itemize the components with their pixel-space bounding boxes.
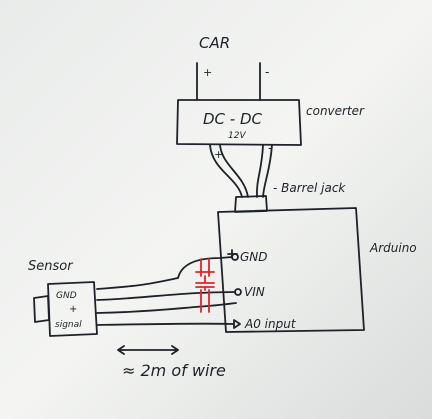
converter-out-plus: + (214, 148, 223, 161)
wire-length-label: ≈ 2m of wire (122, 361, 226, 380)
converter-minus-wire-2 (262, 144, 273, 198)
barrel-jack-label: - Barrel jack (273, 181, 346, 195)
sensor-plus: + (69, 304, 77, 315)
arduino-label: Arduino (369, 241, 417, 255)
arduino-pin-vin: VIN (244, 285, 265, 299)
converter-label: converter (306, 104, 365, 118)
converter-minus-wire (256, 144, 264, 198)
capacitor (195, 258, 215, 313)
sensor-probe (33, 295, 50, 323)
dcdc-converter-box (176, 99, 302, 146)
converter-voltage: 12V (228, 131, 246, 141)
wire-gnd (96, 256, 233, 290)
sensor-signal: signal (55, 320, 82, 330)
sensor-gnd: GND (56, 291, 77, 301)
car-plus-sign: + (203, 66, 212, 79)
arduino-pin-gnd: GND (240, 250, 268, 264)
converter-plus-wire-2 (219, 144, 249, 198)
car-label: CAR (199, 34, 230, 52)
wire-vin-2 (96, 302, 237, 314)
car-minus-sign: - (265, 65, 269, 79)
wire-signal (96, 322, 235, 326)
converter-box-text: DC - DC (203, 110, 263, 128)
wire-vin (96, 291, 236, 301)
arduino-pin-a0: A0 input (244, 317, 297, 331)
converter-plus-wire (209, 144, 243, 198)
wire-length-arrow (117, 345, 179, 355)
converter-out-minus: - (268, 141, 272, 155)
sensor-label: Sensor (28, 259, 74, 274)
